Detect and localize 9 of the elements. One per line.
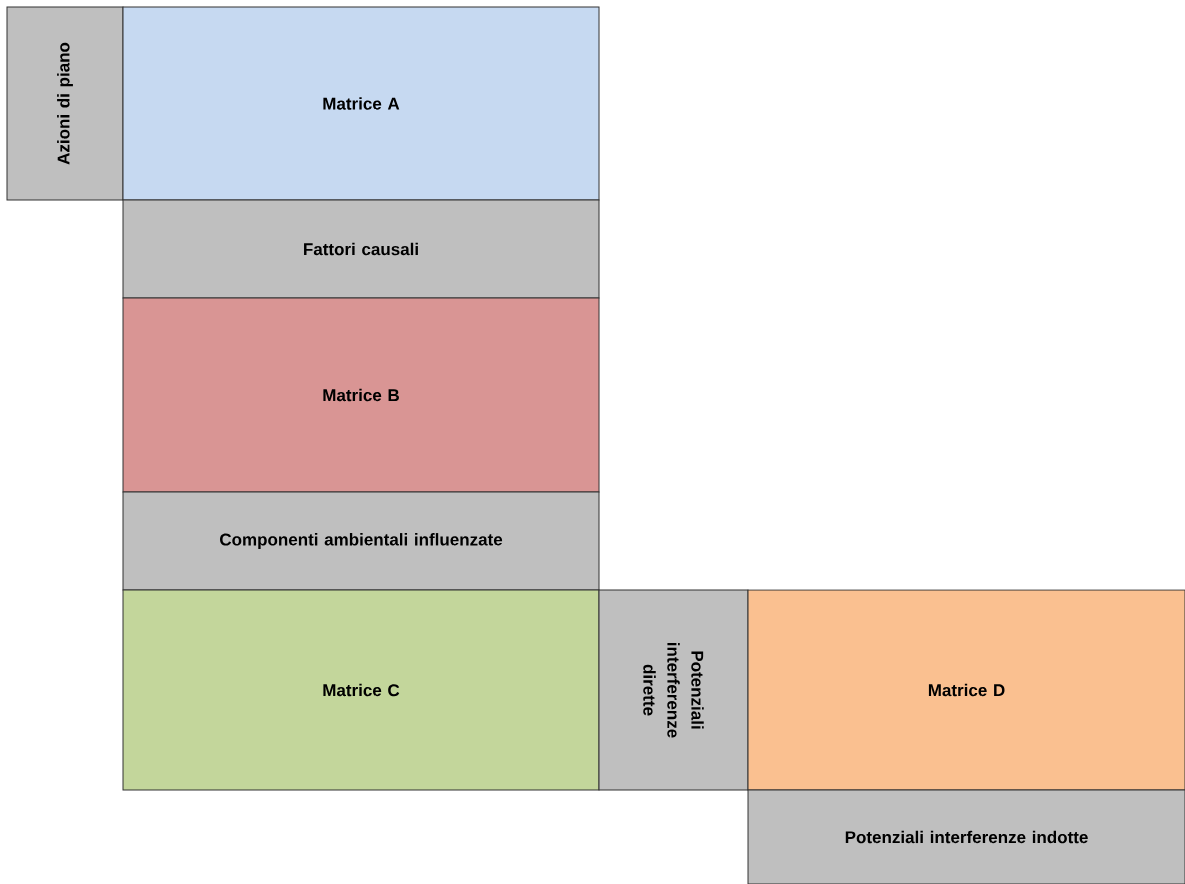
matrix-box: Matrice D (747, 589, 1185, 791)
matrix-box: Matrice B (122, 297, 600, 493)
header-band: Fattori causali (122, 199, 600, 299)
matrix-box: Matrice C (122, 589, 600, 791)
header-band: Potenziali interferenze indotte (747, 789, 1185, 884)
header-band: Componenti ambientali influenzate (122, 491, 600, 591)
matrix-box: Matrice A (122, 6, 600, 201)
header-band: Potenziali interferenze dirette (598, 589, 749, 791)
header-band: Azioni di piano (6, 6, 124, 201)
